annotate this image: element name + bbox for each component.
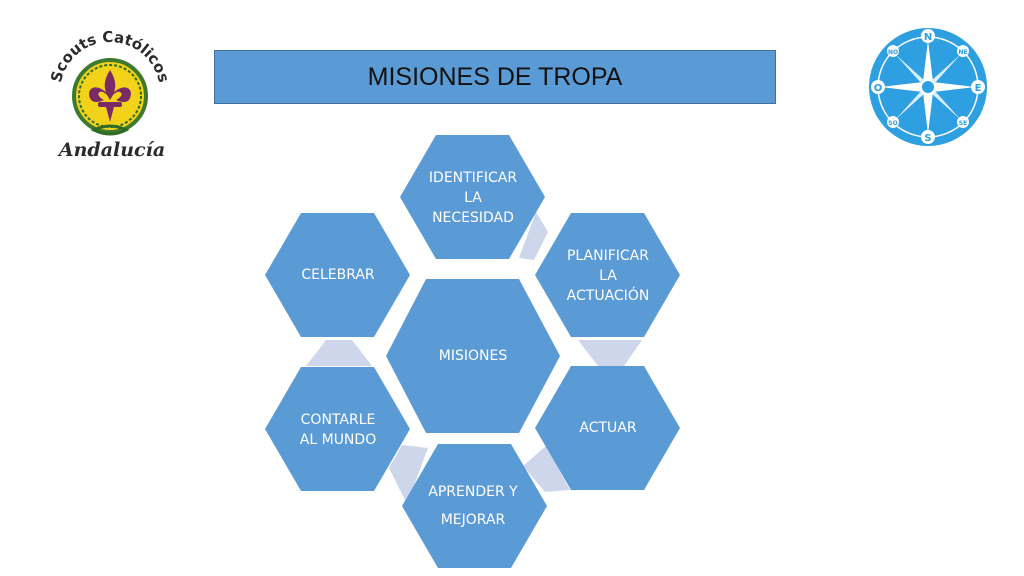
compass-e-label: E — [975, 83, 982, 94]
compass-se-label: SE — [959, 120, 967, 127]
logo-bottom-text: Andalucía — [57, 139, 165, 161]
connector-4 — [389, 445, 428, 504]
connector-5 — [306, 340, 372, 366]
compass-no-label: NO — [888, 49, 898, 56]
hexagon-celebrar — [265, 213, 410, 337]
title-banner: MISIONES DE TROPA — [214, 50, 776, 104]
step-label-actuar: ACTUAR — [579, 420, 637, 436]
compass-so-label: SO — [888, 120, 897, 127]
fleur-de-lis-emblem-icon: Scouts Católicos Andalucía — [47, 28, 173, 161]
hexagon-identificar — [400, 135, 545, 259]
slide-title: MISIONES DE TROPA — [367, 62, 623, 91]
hexagon-aprender — [402, 444, 547, 568]
hexagon-contarle — [265, 367, 410, 491]
connector-1 — [519, 212, 548, 260]
hexagon-planificar — [535, 213, 680, 337]
compass-rose-icon: N NE E SE S SO O NO — [869, 28, 987, 146]
step-label-planificar: PLANIFICAR LA ACTUACIÓN — [566, 248, 650, 304]
compass-n-label: N — [924, 32, 932, 43]
hexagon-actuar — [535, 366, 680, 490]
compass-ne-label: NE — [958, 49, 967, 56]
compass-s-label: S — [924, 133, 931, 144]
compass-o-label: O — [874, 83, 883, 94]
connector-3 — [523, 446, 570, 492]
scouts-catolicos-logo: Scouts Católicos Andalucía — [46, 28, 173, 162]
step-label-identificar: IDENTIFICAR LA NECESIDAD — [428, 170, 518, 226]
step-label-contarle: CONTARLE AL MUNDO — [299, 412, 377, 448]
step-label-celebrar: CELEBRAR — [301, 267, 375, 283]
compass-logo: N NE E SE S SO O NO — [867, 26, 989, 148]
connector-2 — [578, 340, 642, 366]
step-label-aprender: APRENDER Y MEJORAR — [428, 484, 518, 528]
center-label: MISIONES — [438, 348, 508, 364]
hexagon-center-misiones — [386, 279, 560, 433]
